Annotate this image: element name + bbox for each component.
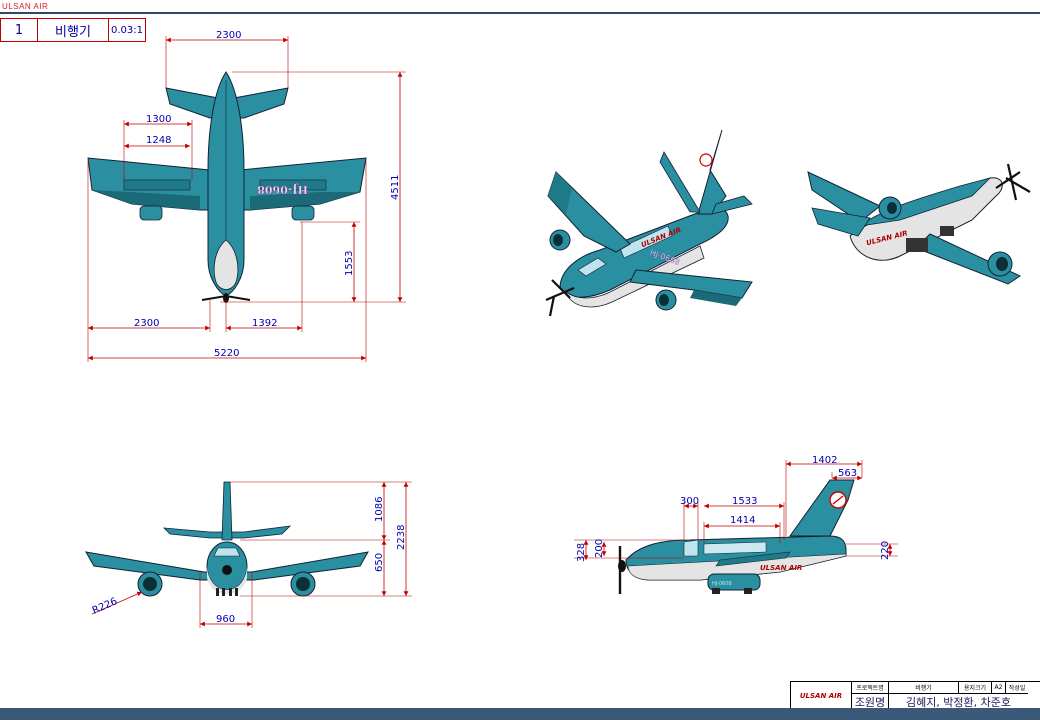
dim-side-328: 328 (576, 543, 587, 562)
view-number: 1 (1, 19, 38, 41)
dim-top-5220: 5220 (214, 348, 239, 359)
dim-side-200: 200 (594, 539, 605, 558)
frame-bottom-bar (0, 708, 1040, 720)
project-value: 비행기 (889, 682, 959, 694)
side-logo-text: ULSAN AIR (760, 564, 802, 572)
paper-value: A2 (992, 682, 1006, 694)
team-members: 김혜지, 박정환, 차준호 (905, 695, 1012, 709)
dim-top-4511: 4511 (390, 175, 401, 200)
title-block: ULSAN AIR 프로젝트명 비행기 용지크기 A2 작성일 조원명 김혜지,… (790, 681, 1040, 710)
dim-front-2238: 2238 (396, 525, 407, 550)
isometric-view-bottom: ULSAN AIR (807, 163, 1031, 285)
brand-label: ULSAN AIR (2, 2, 49, 11)
dim-top-1553: 1553 (344, 251, 355, 276)
project-label: 프로젝트명 (852, 682, 889, 694)
frame-top-border (0, 12, 1040, 14)
dim-side-1402: 1402 (812, 455, 837, 466)
dim-front-r226: R226 (91, 596, 119, 617)
paper-label: 용지크기 (959, 682, 992, 694)
view-name: 비행기 (38, 19, 109, 41)
registration-text: HJ-0608 (257, 183, 308, 196)
dim-side-300: 300 (680, 496, 699, 507)
dim-front-1086: 1086 (374, 497, 385, 522)
dim-top-1248: 1248 (146, 135, 171, 146)
dim-top-1300: 1300 (146, 114, 171, 125)
dim-front-650: 650 (374, 553, 385, 572)
top-view: HJ-0608 2300 1300 1248 4511 1553 2300 13… (87, 30, 406, 362)
author-label: 작성일 (1006, 682, 1028, 694)
title-block-logo: ULSAN AIR (791, 682, 852, 709)
team-label: 조원명 (852, 694, 889, 709)
dim-side-1533: 1533 (732, 496, 757, 507)
dim-top-2300-b: 2300 (134, 318, 159, 329)
dim-side-1414: 1414 (730, 515, 755, 526)
isometric-view-top: ULSAN AIR HJ-0608 (545, 129, 753, 317)
dim-side-220: 220 (880, 541, 891, 560)
dim-side-563: 563 (838, 468, 857, 479)
dim-top-2300-a: 2300 (216, 30, 241, 41)
front-view: 1086 2238 650 960 R226 (85, 481, 412, 628)
side-view: HJ-0608 ULSAN AIR 1402 563 300 1533 1414… (574, 455, 898, 594)
view-scale: 0.03:1 (111, 24, 143, 36)
dim-front-960: 960 (216, 614, 235, 625)
dim-top-1392: 1392 (252, 318, 277, 329)
view-label-box: 1 비행기 0.03:1 (0, 18, 146, 42)
side-engine-text: HJ-0608 (712, 581, 732, 587)
